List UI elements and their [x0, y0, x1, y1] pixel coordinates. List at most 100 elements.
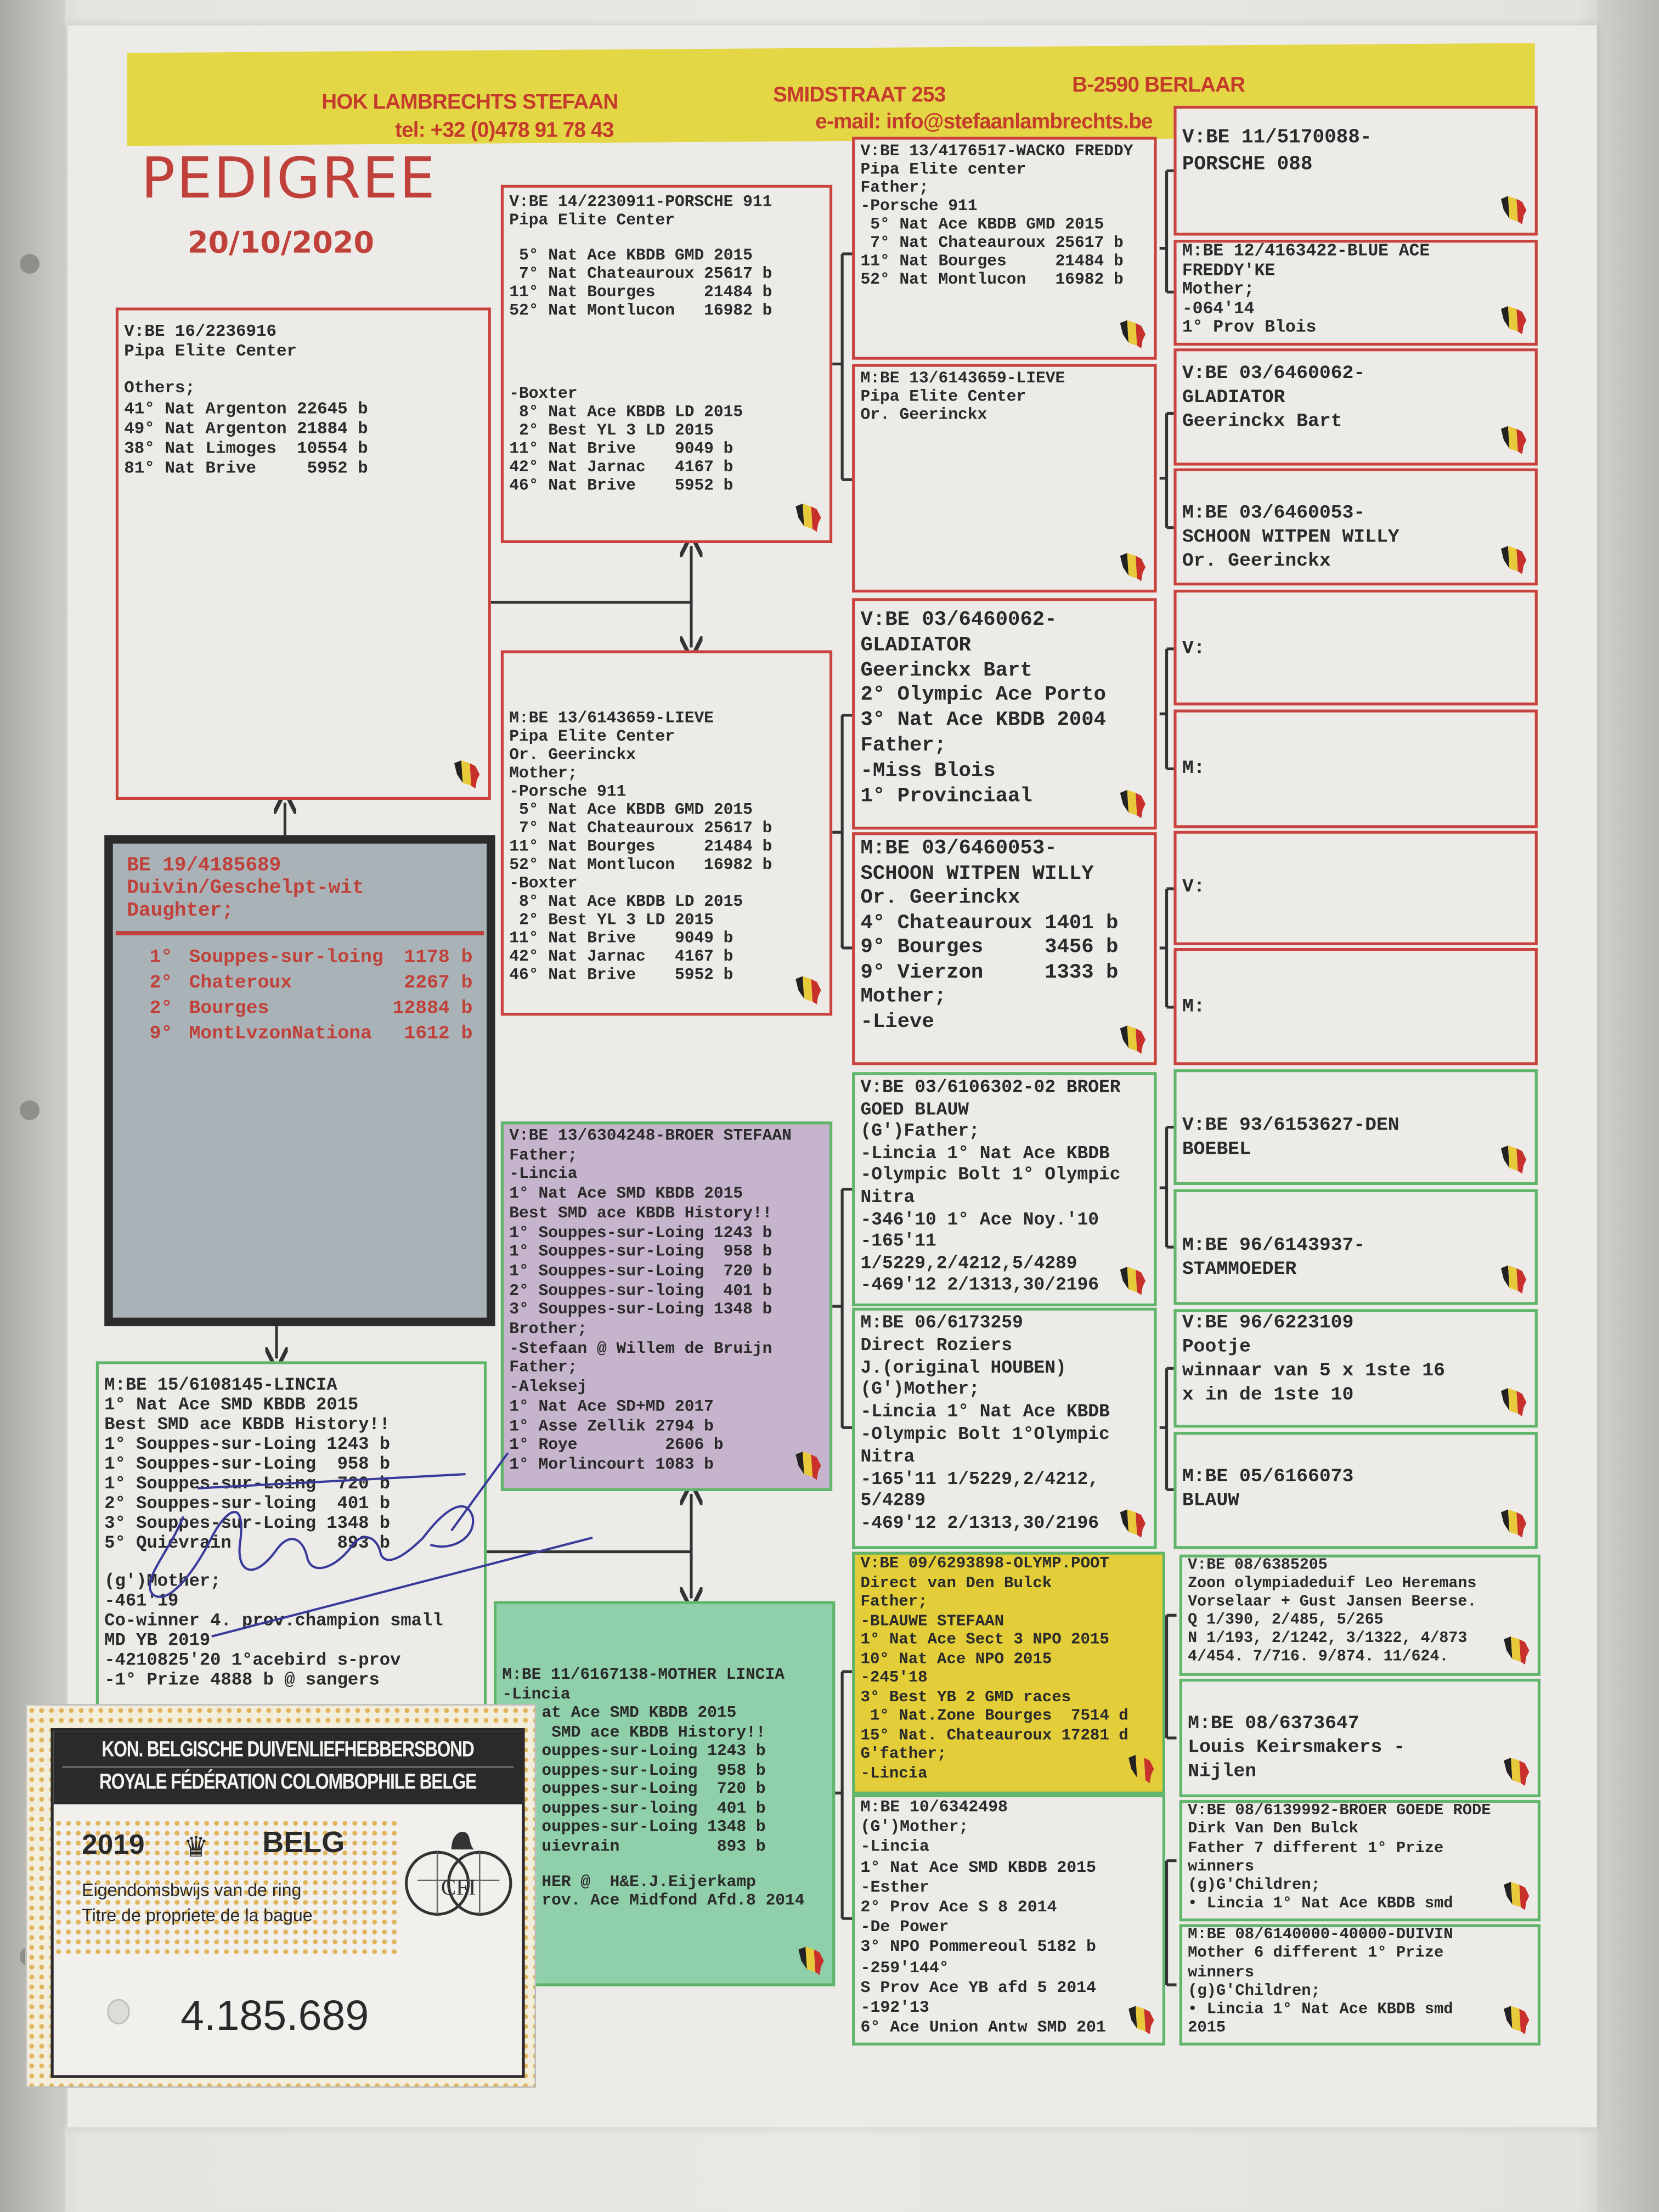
belgium-flag-icon: [1501, 1634, 1532, 1668]
pedigree-line: 1° Prov Blois: [1182, 318, 1317, 338]
ring-id: V:BE 11/5170088-: [1182, 127, 1372, 150]
pedigree-line: 1° Souppes-sur-Loing 1243 b: [509, 1223, 772, 1243]
pedigree-line: -Esther: [860, 1878, 929, 1898]
pedigree-line: Nitra: [860, 1186, 915, 1208]
belgium-flag-icon: [1118, 1023, 1149, 1057]
pedigree-line: Pipa Elite center: [860, 161, 1026, 179]
pedigree-line: ouppes-sur-Loing 958 b: [541, 1761, 766, 1780]
belgium-flag-icon: [1118, 1506, 1149, 1541]
pedigree-line: -De Power: [860, 1918, 949, 1938]
pedigree-line: 1° Provinciaal: [860, 785, 1032, 808]
ring-id: M:BE 13/6143659-LIEVE: [860, 369, 1065, 388]
belgium-flag-icon: [1498, 1262, 1530, 1296]
belgium-flag-icon: [1118, 318, 1149, 352]
pedigree-line: GLADIATOR: [1182, 388, 1285, 409]
belgium-flag-icon: [1118, 550, 1149, 584]
belgium-flag-icon: [1501, 2003, 1532, 2037]
pedigree-box-v-empty2: V:: [1173, 831, 1538, 945]
pedigree-line: (g')Mother;: [104, 1571, 221, 1591]
pedigree-line: -Lincia 1° Nat Ace KBDB: [860, 1401, 1110, 1423]
spacer: [509, 230, 823, 246]
pedigree-line: -Porsche 911: [860, 197, 978, 216]
pedigree-line: Pipa Elite Center: [124, 341, 297, 362]
pedigree-line: -Porsche 911: [509, 783, 627, 802]
ring-id: M:BE 96/6143937-: [1182, 1235, 1365, 1257]
pedigree-line: • Lincia 1° Nat Ace KBDB smd: [1188, 2002, 1453, 2019]
pedigree-line: 2° Prov Ace S 8 2014: [860, 1899, 1057, 1917]
pedigree-line: 3° Souppes-sur-Loing 1348 b: [509, 1301, 772, 1320]
pedigree-line: Pipa Elite Center: [509, 211, 675, 230]
pedigree-line: BLAUW: [1182, 1491, 1240, 1513]
pedigree-line: -Olympic Bolt 1°Olympic: [860, 1423, 1110, 1445]
pedigree-line: 7° Nat Chateauroux 25617 b: [509, 264, 772, 283]
pedigree-line: 49° Nat Argenton 21884 b: [124, 419, 368, 439]
card-dot-pattern: [53, 1818, 399, 1954]
pedigree-line: 5° Nat Ace KBDB GMD 2015: [509, 246, 753, 265]
pedigree-line: winnaar van 5 x 1ste 16: [1182, 1361, 1445, 1383]
pedigree-line: MD YB 2019: [104, 1630, 211, 1650]
pedigree-line: winners: [1188, 1859, 1254, 1876]
card-punch-hole: [107, 1999, 130, 2024]
ring-id: M:: [1182, 759, 1205, 780]
pedigree-line: -Boxter: [509, 874, 578, 893]
pedigree-line: -4210825'20 1°acebird s-prov: [104, 1650, 401, 1670]
pedigree-line: Or. Geerinckx: [509, 746, 636, 765]
pedigree-line: 8° Nat Ace KBDB LD 2015: [509, 403, 743, 421]
pedigree-line: 1° Nat Ace SMD KBDB 2015: [509, 1185, 743, 1204]
pedigree-line: 1/5229,2/4212,5/4289: [860, 1252, 1077, 1274]
ring-ownership-card: KON. BELGISCHE DUIVENLIEFHEBBERSBOND ROY…: [25, 1704, 537, 2088]
subject-color: Duivin/Geschelpt-wit: [127, 877, 364, 900]
fci-logo-icon: CFI: [404, 1831, 512, 1916]
pedigree-line: Best SMD ace KBDB History!!: [104, 1415, 391, 1435]
belgium-flag-icon: [795, 1944, 827, 1978]
pedigree-line: 1° Morlincourt 1083 b: [509, 1455, 714, 1474]
pedigree-line: J.(original HOUBEN): [860, 1356, 1066, 1378]
ring-id: V:BE 08/6385205: [1188, 1557, 1328, 1575]
pedigree-line: 11° Nat Brive 9049 b: [509, 439, 733, 458]
pedigree-line: Others;: [124, 379, 195, 399]
belgium-flag-icon: [1498, 193, 1530, 227]
pedigree-line: 10° Nat Ace NPO 2015: [860, 1651, 1052, 1668]
pedigree-line: 11° Nat Bourges 21484 b: [509, 838, 772, 856]
pedigree-line: PORSCHE 088: [1182, 154, 1313, 177]
pedigree-line: Q 1/390, 2/485, 5/265: [1188, 1612, 1384, 1629]
pedigree-line: • Lincia 1° Nat Ace KBDB smd: [1188, 1897, 1453, 1914]
ring-id: V:BE 93/6153627-DEN: [1182, 1115, 1400, 1137]
pedigree-line: Or. Geerinckx: [860, 406, 988, 425]
pedigree-line: (g)G'Children;: [1188, 1878, 1321, 1895]
pedigree-line: -346'10 1° Ace Noy.'10: [860, 1208, 1099, 1230]
pedigree-line: -165'11 1/5229,2/4212,: [860, 1468, 1099, 1489]
pedigree-line: Mother;: [860, 986, 947, 1009]
ring-id: M:BE 12/4163422-BLUE ACE: [1182, 241, 1430, 261]
pedigree-line: -Lincia 1° Nat Ace KBDB: [860, 1142, 1110, 1164]
pedigree-line: (G')Mother;: [860, 1379, 980, 1400]
pedigree-line: STAMMOEDER: [1182, 1260, 1297, 1281]
pedigree-line: -Lincia: [860, 1838, 929, 1858]
pedigree-line: Best SMD ace KBDB History!!: [509, 1204, 772, 1223]
pedigree-line: -Lieve: [860, 1011, 934, 1034]
pedigree-line: at Ace SMD KBDB 2015: [541, 1704, 737, 1723]
pedigree-line: -461'19: [104, 1590, 179, 1611]
pedigree-line: 2° Best YL 3 LD 2015: [509, 911, 714, 930]
belgium-flag-icon: [1118, 1264, 1149, 1298]
email: e-mail: info@stefaanlambrechts.be: [815, 110, 1153, 134]
pedigree-line: Father;: [860, 735, 947, 758]
ring-id: V:BE 13/6304248-BROER STEFAAN: [509, 1127, 792, 1146]
card-country: BELG: [262, 1826, 345, 1860]
pedigree-line: 52° Nat Montlucon 16982 b: [509, 856, 772, 875]
ring-id: M:BE 15/6108145-LINCIA: [104, 1375, 337, 1396]
pedigree-line: 1° Nat Ace SD+MD 2017: [509, 1397, 714, 1417]
pedigree-line: 42° Nat Jarnac 4167 b: [509, 458, 733, 476]
pedigree-line: Geerinckx Bart: [860, 659, 1032, 682]
